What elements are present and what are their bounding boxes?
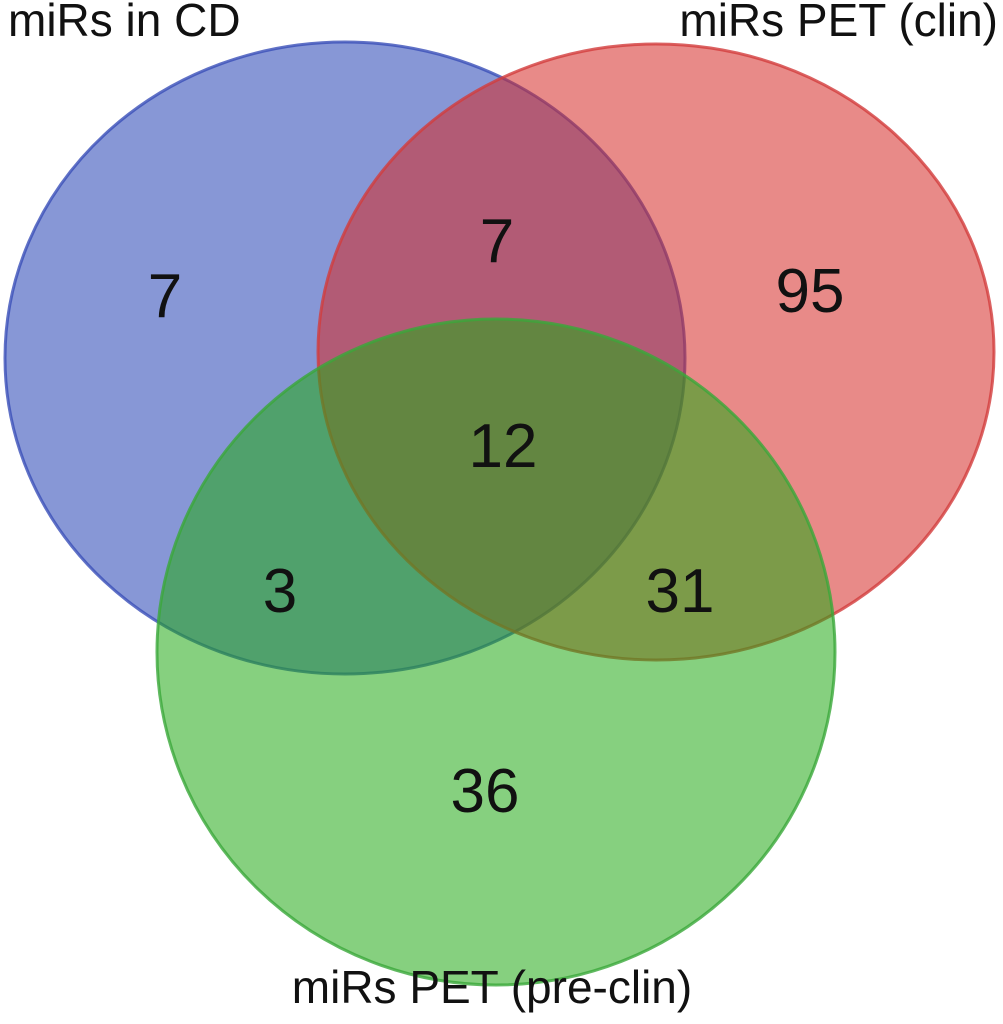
region-count-cd-clin: 7 <box>480 207 514 276</box>
set-label-mirs-pet-preclin: miRs PET (pre-clin) <box>292 961 692 1013</box>
region-count-clin-only: 95 <box>776 257 845 326</box>
region-count-cd-only: 7 <box>148 262 182 331</box>
region-count-cd-preclin: 3 <box>263 557 297 626</box>
set-label-mirs-pet-clin: miRs PET (clin) <box>679 0 998 46</box>
region-count-preclin-only: 36 <box>451 757 520 826</box>
set-circle-mirs-pet-preclin <box>155 317 837 987</box>
region-count-all-three: 12 <box>469 412 538 481</box>
region-count-clin-preclin: 31 <box>646 557 715 626</box>
set-label-mirs-in-cd: miRs in CD <box>8 0 241 46</box>
